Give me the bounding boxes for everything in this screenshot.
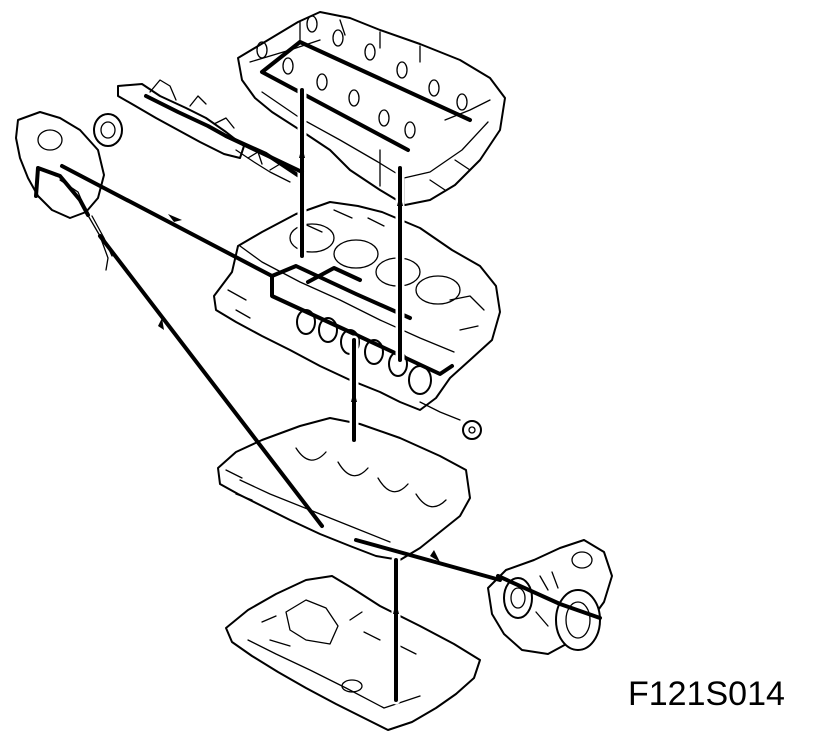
engine-block: [213, 201, 501, 411]
figure-code-label: F121S014: [628, 675, 785, 713]
arrow-icon: [430, 550, 440, 562]
timing-cover: [487, 539, 613, 655]
cylinder-head: [237, 11, 506, 206]
lower-crankcase: [217, 417, 471, 561]
sensor-bolt: [419, 401, 482, 440]
arrow-icon: [351, 390, 357, 402]
arrow-icon: [158, 318, 164, 330]
turbocharger: [15, 111, 123, 271]
arrow-icon: [168, 214, 182, 222]
valve-stem-seals: [256, 15, 468, 139]
crank-webs: [295, 447, 447, 508]
arrow-icon: [397, 194, 403, 206]
oil-pan: [225, 575, 481, 731]
arrow-icon: [393, 602, 399, 614]
arrow-icon: [299, 146, 305, 158]
arrowheads: [158, 146, 440, 614]
